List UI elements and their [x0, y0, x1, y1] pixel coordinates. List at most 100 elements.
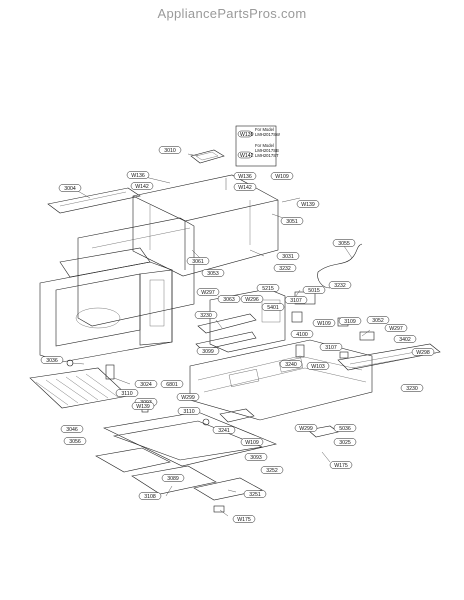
note-line: For Model — [255, 143, 274, 148]
callout: 3025 — [333, 438, 357, 446]
callout: W136 — [126, 171, 150, 179]
callout-label: 5401 — [267, 305, 279, 311]
callout-label: 3056 — [69, 439, 81, 445]
callout-label: 3232 — [334, 283, 346, 289]
callout-label: W139 — [301, 202, 315, 208]
callout: 6801 — [160, 380, 184, 388]
callout: W142 — [233, 183, 257, 191]
fan-motor-assembly — [195, 288, 286, 353]
callout-label: W297 — [389, 326, 403, 332]
callout-label: W139 — [136, 404, 150, 410]
callout-label: W175 — [334, 463, 348, 469]
lower-grease-filter — [95, 447, 263, 513]
callout: W139 — [131, 402, 155, 410]
callout-labels: 3010 W136 W142 W136 W142 W109 3004 W139 … — [40, 146, 435, 523]
callout-label: 3046 — [66, 427, 78, 433]
callout-label: 3108 — [144, 494, 156, 500]
callout: 5015 — [302, 286, 326, 294]
note-code: W142 — [240, 153, 254, 159]
callout-label: 3241 — [218, 428, 230, 434]
front-trim-panel — [47, 187, 141, 214]
vent-grille — [337, 343, 441, 371]
callout: 3107 — [284, 296, 308, 304]
callout-label: W142 — [238, 185, 252, 191]
callout-label: 3052 — [372, 318, 384, 324]
callout-label: W175 — [237, 517, 251, 523]
callout: 5036 — [333, 424, 357, 432]
callout-label: 3063 — [223, 297, 235, 303]
callout-label: 5036 — [339, 426, 351, 432]
callout-label: W136 — [131, 173, 145, 179]
callout: W103 — [306, 362, 330, 370]
callout: W109 — [312, 319, 336, 327]
callout-label: W298 — [416, 350, 430, 356]
callout: 3055 — [332, 239, 356, 247]
callout: 3031 — [276, 252, 300, 260]
callout: 3109 — [338, 317, 362, 325]
callout: 3110 — [177, 407, 201, 415]
callout: W142 — [130, 182, 154, 190]
callout-label: 3099 — [202, 349, 214, 355]
callout-label: 3061 — [192, 259, 204, 265]
callout: W299 — [294, 424, 318, 432]
callout-label: 3109 — [344, 319, 356, 325]
callout: 3046 — [60, 425, 84, 433]
callout-label: 3107 — [290, 298, 302, 304]
callout-label: 3252 — [266, 468, 278, 474]
callout-label: 3089 — [167, 476, 179, 482]
callout-label: 3110 — [121, 391, 132, 397]
callout-label: W136 — [238, 174, 252, 180]
callout: 3241 — [212, 426, 236, 434]
callout-label: W142 — [135, 184, 149, 190]
note-line: For Model — [255, 127, 274, 132]
callout-label: 4100 — [296, 332, 308, 338]
bottom-plate — [103, 411, 277, 467]
callout-label: W299 — [181, 395, 195, 401]
callout: 5215 — [256, 284, 280, 292]
callout: 3063 — [217, 295, 241, 303]
callout-label: 3230 — [200, 313, 212, 319]
callout-label: W297 — [201, 290, 215, 296]
callout-label: 3240 — [285, 362, 297, 368]
callout-label: 3251 — [249, 492, 261, 498]
callout-label: 3110 — [183, 409, 194, 415]
callout: W109 — [270, 172, 294, 180]
callout: 3089 — [161, 474, 185, 482]
callout: 3051 — [280, 217, 304, 225]
note-line: LMH2017ST — [255, 153, 279, 158]
callout: W139 — [296, 200, 320, 208]
callout-label: W296 — [245, 297, 259, 303]
callout: 3052 — [366, 316, 390, 324]
door-assembly — [39, 247, 173, 363]
callout-label: W109 — [275, 174, 289, 180]
leader-lines — [71, 153, 371, 517]
callout-label: W109 — [245, 440, 259, 446]
callout: 3107 — [319, 343, 343, 351]
callout: 3010 — [158, 146, 182, 154]
callout: W299 — [176, 393, 200, 401]
callout-label: 3055 — [338, 241, 350, 247]
site-watermark: AppliancePartsPros.com — [157, 6, 307, 21]
callout: 3232 — [328, 281, 352, 289]
callout: W175 — [232, 515, 256, 523]
callout-label: 3107 — [325, 345, 337, 351]
callout-label: W103 — [311, 364, 325, 370]
callout-label: 3402 — [399, 337, 411, 343]
callout: W296 — [240, 295, 264, 303]
callout: 3024 — [134, 380, 158, 388]
callout-label: 5215 — [262, 286, 274, 292]
callout: 3240 — [279, 360, 303, 368]
callout: 3110 — [115, 389, 139, 397]
callout: 4100 — [290, 330, 314, 338]
callout: 3230 — [194, 311, 218, 319]
callout: 3108 — [138, 492, 162, 500]
callout-label: 3051 — [286, 219, 298, 225]
callout-label: 5015 — [308, 288, 320, 294]
callout-label: W299 — [299, 426, 313, 432]
callout: W298 — [411, 348, 435, 356]
callout-label: W109 — [317, 321, 331, 327]
callout-label: 3025 — [339, 440, 351, 446]
callout: 3004 — [58, 184, 82, 192]
callout: 3232 — [273, 264, 297, 272]
